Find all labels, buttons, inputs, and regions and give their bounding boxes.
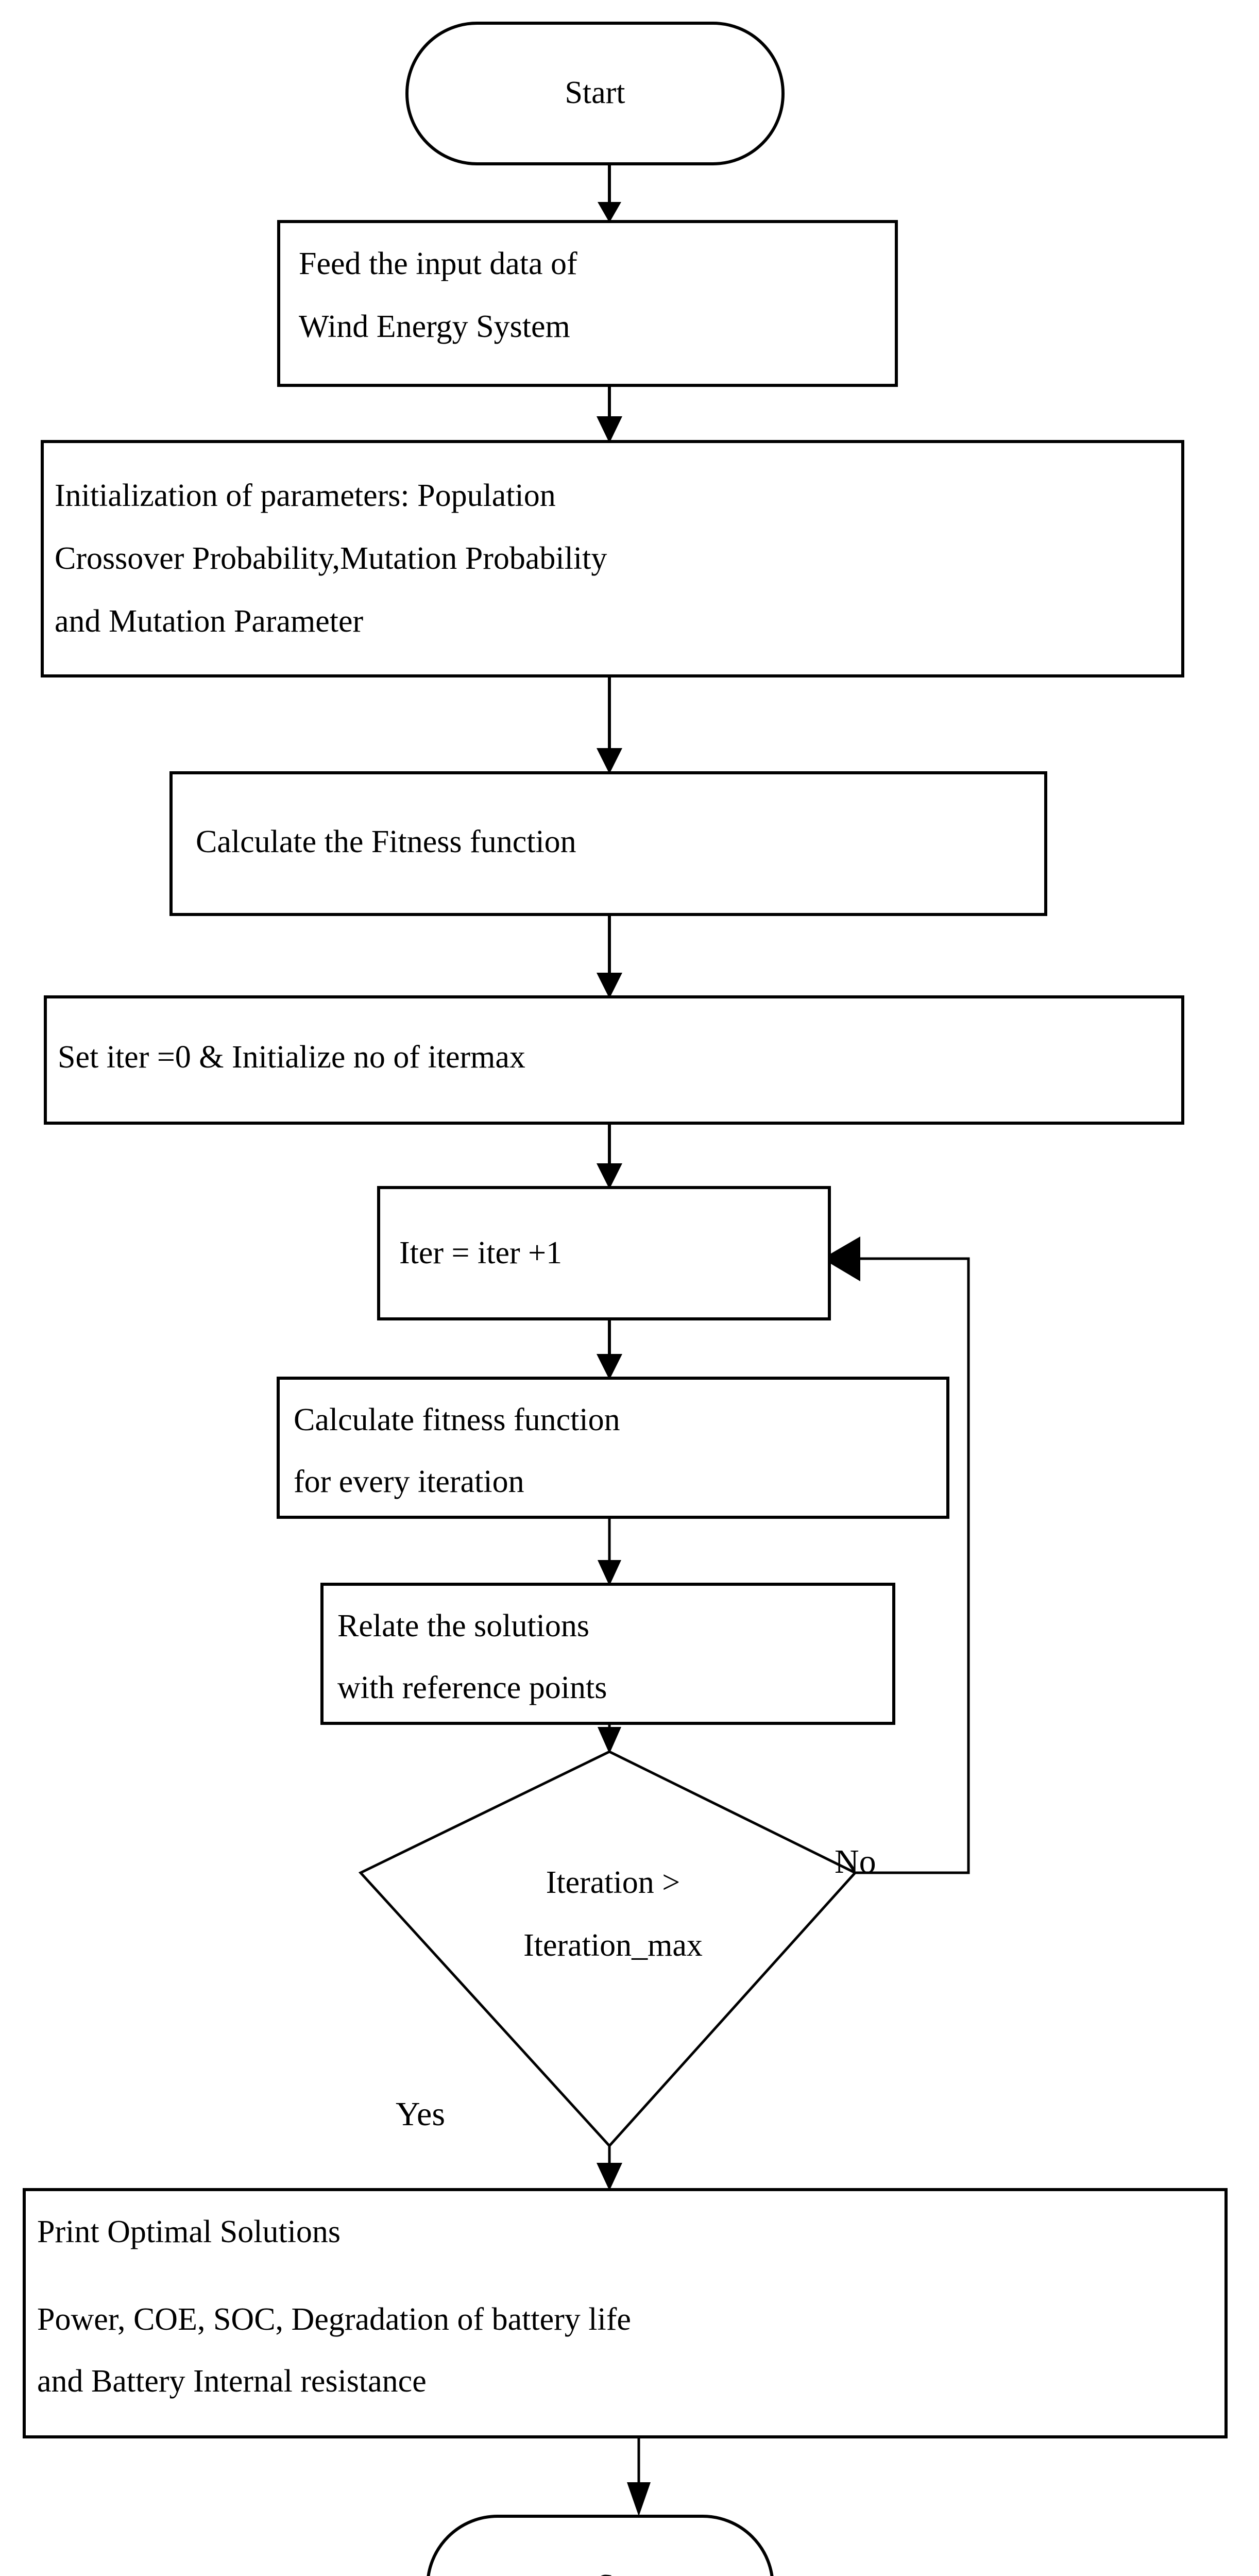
connector-decision-yes-to-print (597, 2146, 622, 2191)
node-decision[interactable]: Iteration > Iteration_max (358, 1750, 858, 2148)
connector-relate-to-decision (598, 1723, 621, 1754)
node-relate-solutions-line1: Relate the solutions (337, 1608, 589, 1643)
connector-initialization-to-calc-fitness (597, 676, 622, 774)
node-set-iter[interactable]: Set iter =0 & Initialize no of itermax (44, 995, 1184, 1125)
edge-label-yes: Yes (396, 2095, 445, 2133)
node-feed-input-line1: Feed the input data of (299, 246, 577, 281)
connector-iter-increment-to-calc-every-iteration (597, 1319, 622, 1380)
connector-set-iter-to-iter-increment (597, 1123, 622, 1189)
node-decision-line2: Iteration_max (523, 1928, 703, 1963)
connector-calc-fitness-to-set-iter (597, 914, 622, 998)
connector-calc-every-iteration-to-relate (598, 1517, 621, 1586)
node-print-results-line1: Print Optimal Solutions (37, 2214, 341, 2249)
connector-print-to-stop (627, 2437, 651, 2516)
node-print-results[interactable]: Print Optimal Solutions Power, COE, SOC,… (23, 2188, 1228, 2438)
node-print-results-line2: Power, COE, SOC, Degradation of battery … (37, 2302, 631, 2337)
node-start-label: Start (565, 75, 625, 110)
node-feed-input-line2: Wind Energy System (299, 309, 570, 344)
node-set-iter-line1: Set iter =0 & Initialize no of itermax (58, 1040, 525, 1075)
connector-start-to-feed (598, 164, 621, 223)
node-print-results-line3: and Battery Internal resistance (37, 2364, 427, 2399)
node-relate-solutions-line2: with reference points (337, 1670, 607, 1705)
node-initialization-line2: Crossover Probability,Mutation Probabili… (55, 541, 607, 576)
node-iter-increment-line1: Iter = iter +1 (399, 1235, 562, 1270)
node-calc-fitness-every-iteration-line1: Calculate fitness function (294, 1402, 620, 1437)
node-initialization-line1: Initialization of parameters: Population (55, 478, 556, 513)
node-calc-fitness-every-iteration-line2: for every iteration (294, 1464, 524, 1499)
node-initialization-line3: and Mutation Parameter (55, 604, 363, 639)
node-decision-line1: Iteration > (546, 1865, 680, 1900)
node-calc-fitness-line1: Calculate the Fitness function (196, 824, 576, 859)
edge-label-no: No (835, 1843, 876, 1880)
node-calc-fitness[interactable]: Calculate the Fitness function (169, 771, 1047, 916)
connector-feed-to-initialization (597, 385, 622, 443)
connector-decision-no-loopback (822, 1236, 970, 1874)
node-initialization[interactable]: Initialization of parameters: Population… (41, 440, 1184, 677)
node-relate-solutions[interactable]: Relate the solutions with reference poin… (320, 1583, 895, 1725)
node-calc-fitness-every-iteration[interactable]: Calculate fitness function for every ite… (277, 1377, 949, 1519)
node-iter-increment[interactable]: Iter = iter +1 (377, 1186, 831, 1320)
node-stop-label: Stop (597, 2568, 655, 2576)
node-feed-input[interactable]: Feed the input data of Wind Energy Syste… (277, 220, 898, 387)
node-start[interactable]: Start (405, 22, 785, 165)
node-stop[interactable]: Stop (427, 2515, 774, 2576)
